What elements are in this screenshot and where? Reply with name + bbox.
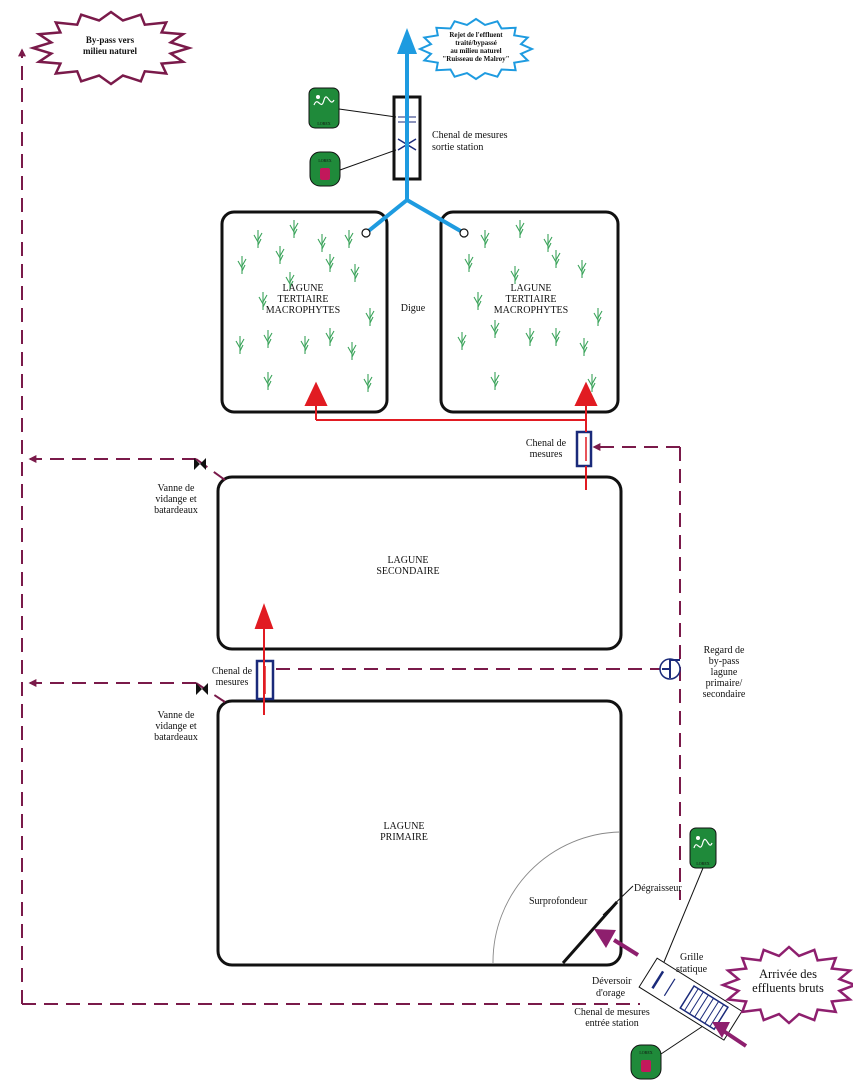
svg-text:PRIMAIRE: PRIMAIRE: [380, 832, 428, 843]
macrophyte-reeds: [235, 220, 603, 392]
primary-label: LAGUNE PRIMAIRE: [380, 821, 428, 843]
degraisseur-label: Dégraisseur: [634, 883, 682, 894]
sampler-top[interactable]: LOREX: [309, 151, 341, 187]
svg-text:By-pass vers: By-pass vers: [86, 35, 135, 45]
svg-text:Rejet de l'effluent: Rejet de l'effluent: [449, 31, 503, 39]
svg-text:statique: statique: [676, 964, 708, 975]
svg-text:primaire/: primaire/: [706, 678, 743, 689]
bypass-network: [18, 48, 681, 1005]
primary-lagoon: [216, 699, 623, 967]
svg-text:vidange et: vidange et: [155, 494, 197, 505]
svg-text:Arrivée des: Arrivée des: [759, 967, 817, 981]
svg-text:LAGUNE: LAGUNE: [383, 821, 424, 832]
secondary-lagoon: [216, 475, 623, 651]
bypass-regard-label: Regard de by-pass lagune primaire/ secon…: [703, 645, 746, 700]
svg-text:"Ruisseau de Malroy": "Ruisseau de Malroy": [442, 55, 509, 63]
channel-entry-label: Chenal de mesures entrée station: [574, 1007, 650, 1029]
bypass-regard[interactable]: [659, 658, 681, 680]
valve-upper[interactable]: [194, 458, 206, 470]
svg-text:au milieu naturel: au milieu naturel: [450, 47, 501, 55]
svg-text:lagune: lagune: [711, 667, 738, 678]
svg-text:by-pass: by-pass: [709, 656, 740, 667]
svg-text:mesures: mesures: [530, 449, 563, 460]
bypass-star: [28, 10, 194, 86]
inlet-works[interactable]: [638, 957, 743, 1041]
svg-text:sortie station: sortie station: [432, 142, 483, 153]
sampler-top-badge: LOREX: [318, 158, 331, 163]
svg-text:Vanne de: Vanne de: [158, 710, 195, 721]
surprofondeur-zone: [492, 831, 621, 964]
svg-text:TERTIAIRE: TERTIAIRE: [505, 294, 556, 305]
deversoir-wall: [561, 901, 619, 964]
sampler-bottom-badge: LOREX: [639, 1050, 652, 1055]
bypass-star-label: By-pass vers milieu naturel: [83, 35, 138, 56]
svg-text:vidange et: vidange et: [155, 721, 197, 732]
outlet-right: [459, 228, 469, 238]
channel-middle-label: Chenal de mesures: [212, 666, 253, 688]
inflow-arrows: [594, 929, 748, 1048]
tertiary-right-label: LAGUNE TERTIAIRE MACROPHYTES: [494, 283, 568, 316]
meter-right-badge: LOREX: [696, 861, 709, 866]
inflow-star-label: Arrivée des effluents bruts: [752, 967, 824, 995]
deversoir-label: Déversoir d'orage: [592, 976, 632, 999]
svg-text:traité/bypassé: traité/bypassé: [455, 39, 497, 47]
svg-text:TERTIAIRE: TERTIAIRE: [277, 294, 328, 305]
meter-top-link: [338, 108, 397, 118]
inflow-star: [719, 945, 853, 1025]
svg-text:LAGUNE: LAGUNE: [282, 283, 323, 294]
svg-text:secondaire: secondaire: [703, 689, 746, 700]
grille-label: Grille statique: [676, 952, 708, 975]
svg-text:Regard de: Regard de: [704, 645, 745, 656]
svg-text:LAGUNE: LAGUNE: [387, 555, 428, 566]
surprofondeur-label: Surprofondeur: [529, 896, 588, 907]
sampler-top-link: [339, 149, 397, 171]
tertiary-lagoon-right: [439, 210, 620, 414]
valve-lower[interactable]: [196, 683, 208, 695]
svg-text:Chenal de: Chenal de: [212, 666, 253, 677]
svg-text:entrée station: entrée station: [585, 1018, 639, 1029]
svg-text:batardeaux: batardeaux: [154, 505, 198, 516]
svg-text:Chenal de: Chenal de: [526, 438, 567, 449]
svg-text:mesures: mesures: [216, 677, 249, 688]
treated-outflow: [364, 28, 466, 235]
svg-text:SECONDAIRE: SECONDAIRE: [376, 566, 439, 577]
svg-text:MACROPHYTES: MACROPHYTES: [494, 305, 568, 316]
channel-upper[interactable]: [575, 430, 593, 468]
svg-text:batardeaux: batardeaux: [154, 732, 198, 743]
sampler-bottom[interactable]: LOREX: [630, 1044, 662, 1080]
svg-text:Chenal de mesures: Chenal de mesures: [574, 1007, 650, 1018]
svg-text:d'orage: d'orage: [596, 988, 626, 999]
svg-text:effluents bruts: effluents bruts: [752, 981, 824, 995]
tertiary-lagoon-left: [220, 210, 389, 414]
secondary-label: LAGUNE SECONDAIRE: [376, 555, 439, 577]
degraisseur-pointer: [602, 885, 634, 916]
digue-label: Digue: [401, 303, 426, 314]
valve-lower-label: Vanne de vidange et batardeaux: [154, 710, 198, 743]
channel-upper-label: Chenal de mesures: [526, 438, 567, 460]
svg-text:Chenal de mesures: Chenal de mesures: [432, 130, 508, 141]
svg-text:LAGUNE: LAGUNE: [510, 283, 551, 294]
tertiary-left-label: LAGUNE TERTIAIRE MACROPHYTES: [266, 283, 340, 316]
meter-right-link: [663, 867, 704, 963]
meter-top-badge: LOREX: [317, 121, 330, 126]
flow-arrows: [254, 381, 598, 715]
flow-meter-right[interactable]: LOREX: [689, 827, 717, 869]
svg-text:Vanne de: Vanne de: [158, 483, 195, 494]
flow-meter-top[interactable]: LOREX: [308, 87, 340, 129]
svg-text:MACROPHYTES: MACROPHYTES: [266, 305, 340, 316]
svg-text:Déversoir: Déversoir: [592, 976, 632, 987]
outfall-star: [417, 17, 535, 81]
svg-text:Grille: Grille: [680, 952, 704, 963]
valve-upper-label: Vanne de vidange et batardeaux: [154, 483, 198, 516]
channel-exit-label: Chenal de mesures sortie station: [432, 130, 508, 153]
outfall-star-label: Rejet de l'effluent traité/bypassé au mi…: [442, 31, 509, 63]
svg-text:milieu naturel: milieu naturel: [83, 46, 138, 56]
outlet-left: [361, 228, 371, 238]
